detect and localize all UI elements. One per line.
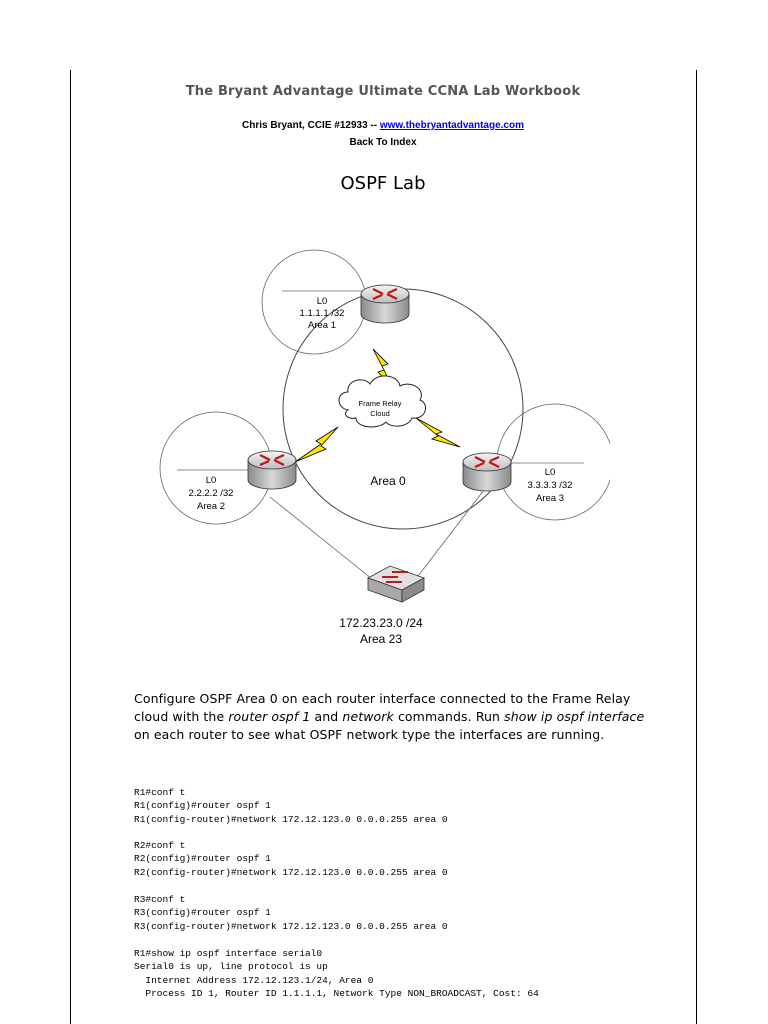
switch-area-label: Area 23 xyxy=(360,632,402,646)
r2-lo-label: L0 xyxy=(206,475,217,486)
router-r3-icon xyxy=(462,452,512,492)
page-border-left xyxy=(70,70,71,1024)
r3-lo-label: L0 xyxy=(545,467,556,478)
r2-ip-label: 2.2.2.2 /32 xyxy=(189,488,234,499)
r3-switch-link xyxy=(411,489,485,585)
lab-instructions: Configure OSPF Area 0 on each router int… xyxy=(134,690,654,744)
cloud-label-line2: Cloud xyxy=(370,409,390,418)
area0-label: Area 0 xyxy=(370,474,406,488)
switch-network-label: 172.23.23.0 /24 xyxy=(339,616,423,630)
instructions-text-3: commands. Run xyxy=(393,709,505,724)
switch-icon xyxy=(367,565,425,603)
cli-block-r2-config: R2#conf t R2(config)#router ospf 1 R2(co… xyxy=(134,840,448,878)
frame-relay-cloud-icon: Frame Relay Cloud xyxy=(338,375,427,428)
workbook-title: The Bryant Advantage Ultimate CCNA Lab W… xyxy=(185,84,581,99)
network-diagram: Frame Relay Cloud xyxy=(150,232,614,652)
router-r1-icon xyxy=(360,284,410,324)
r3-area-label: Area 3 xyxy=(536,493,564,504)
instructions-text-1: Configure OSPF Area 0 on each router int… xyxy=(134,691,631,724)
r1-lo-label: L0 xyxy=(317,296,328,307)
cloud-label-line1: Frame Relay xyxy=(359,399,402,408)
serial-link-r2-icon xyxy=(294,426,339,463)
instructions-command-router-ospf: router ospf 1 xyxy=(228,709,311,724)
serial-link-r3-icon xyxy=(415,417,461,448)
cli-block-r3-config: R3#conf t R3(config)#router ospf 1 R3(co… xyxy=(134,894,448,932)
r1-ip-label: 1.1.1.1 /32 xyxy=(300,308,345,319)
instructions-text-2: and xyxy=(310,709,343,724)
back-to-index-link[interactable]: Back To Index xyxy=(349,137,417,148)
lab-title: OSPF Lab xyxy=(340,173,426,194)
router-r2-icon xyxy=(247,450,297,490)
page-border-right xyxy=(696,70,697,1024)
r3-ip-label: 3.3.3.3 /32 xyxy=(528,480,573,491)
cli-block-r1-config: R1#conf t R1(config)#router ospf 1 R1(co… xyxy=(134,787,448,825)
area1-circle xyxy=(261,249,367,355)
cli-block-show-output: R1#show ip ospf interface serial0 Serial… xyxy=(134,948,539,1000)
author-line: Chris Bryant, CCIE #12933 -- www.thebrya… xyxy=(70,120,696,131)
r2-switch-link xyxy=(269,496,383,588)
r2-area-label: Area 2 xyxy=(197,501,225,512)
instructions-command-show-ip-ospf: show ip ospf interface xyxy=(504,709,645,724)
instructions-text-4: on each router to see what OSPF network … xyxy=(134,727,605,742)
author-credit: Chris Bryant, CCIE #12933 -- xyxy=(242,120,380,131)
website-link[interactable]: www.thebryantadvantage.com xyxy=(379,120,524,131)
instructions-command-network: network xyxy=(342,709,394,724)
r1-area-label: Area 1 xyxy=(308,320,336,331)
